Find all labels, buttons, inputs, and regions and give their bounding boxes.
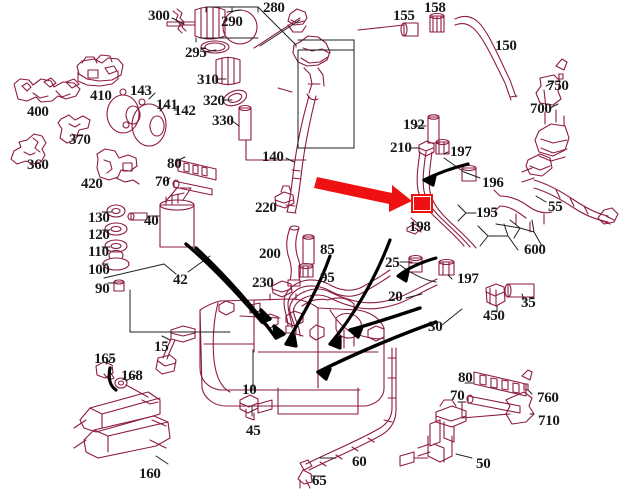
part-label-168: 168 — [121, 368, 143, 384]
part-label-750: 750 — [547, 78, 569, 94]
part-label-140: 140 — [262, 149, 284, 165]
part-label-600: 600 — [524, 242, 546, 258]
part-label-60: 60 — [352, 454, 367, 470]
part-label-15: 15 — [154, 339, 169, 355]
part-label-320: 320 — [203, 93, 225, 109]
part-label-141: 141 — [156, 97, 178, 113]
part-label-210: 210 — [390, 140, 412, 156]
part-label-700: 700 — [530, 101, 552, 117]
part-label-230: 230 — [252, 275, 274, 291]
part-label-710: 710 — [538, 413, 560, 429]
part-label-20: 20 — [388, 289, 403, 305]
part-label-55: 55 — [548, 199, 563, 215]
part-label-300: 300 — [148, 8, 170, 24]
part-label-120: 120 — [88, 227, 110, 243]
part-label-158: 158 — [424, 0, 446, 16]
part-label-197b: 197 — [457, 271, 479, 287]
part-label-330: 330 — [212, 113, 234, 129]
part-label-196: 196 — [482, 175, 504, 191]
part-label-370: 370 — [69, 132, 91, 148]
part-label-220: 220 — [255, 200, 277, 216]
part-label-150: 150 — [495, 38, 517, 54]
part-label-197a: 197 — [450, 144, 472, 160]
part-label-50: 50 — [476, 456, 491, 472]
part-label-290: 290 — [221, 14, 243, 30]
part-label-65: 65 — [312, 473, 327, 489]
part-label-42: 42 — [173, 272, 188, 288]
part-label-192: 192 — [403, 117, 425, 133]
part-label-280: 280 — [263, 0, 285, 16]
part-label-198: 198 — [409, 219, 431, 235]
part-label-760: 760 — [537, 390, 559, 406]
part-label-70b: 70 — [450, 388, 465, 404]
part-label-142: 142 — [174, 103, 196, 119]
part-label-160: 160 — [139, 466, 161, 482]
part-label-70a: 70 — [155, 174, 170, 190]
part-label-155: 155 — [393, 8, 415, 24]
part-label-295: 295 — [185, 45, 207, 61]
part-label-30: 30 — [428, 319, 443, 335]
highlight-box-inner — [413, 196, 431, 211]
part-label-143: 143 — [130, 83, 152, 99]
part-label-310: 310 — [197, 72, 219, 88]
part-label-100: 100 — [88, 262, 110, 278]
part-label-45: 45 — [246, 423, 261, 439]
part-label-360: 360 — [27, 157, 49, 173]
part-label-90: 90 — [95, 281, 110, 297]
part-label-165: 165 — [94, 351, 116, 367]
part-label-35: 35 — [521, 295, 536, 311]
part-label-80a: 80 — [167, 156, 182, 172]
highlight-box-198 — [411, 194, 433, 213]
part-label-420: 420 — [81, 176, 103, 192]
part-label-410: 410 — [90, 88, 112, 104]
part-label-40: 40 — [144, 213, 159, 229]
part-label-110: 110 — [88, 244, 109, 260]
part-label-450: 450 — [483, 308, 505, 324]
part-label-25: 25 — [385, 255, 400, 271]
part-label-10: 10 — [242, 382, 257, 398]
part-label-85: 85 — [320, 242, 335, 258]
part-label-80b: 80 — [458, 370, 473, 386]
part-label-130: 130 — [88, 210, 110, 226]
part-label-200: 200 — [259, 246, 281, 262]
part-label-400: 400 — [27, 104, 49, 120]
part-label-195: 195 — [476, 205, 498, 221]
part-label-95: 95 — [320, 270, 335, 286]
